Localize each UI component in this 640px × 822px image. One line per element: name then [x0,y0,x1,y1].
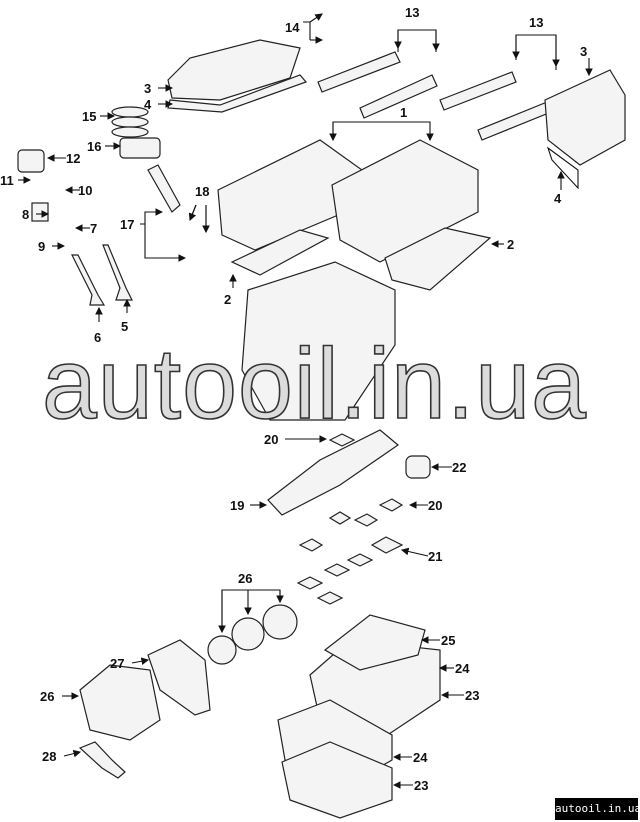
callout-labels: 1 2 2 3 3 4 4 5 6 7 8 9 10 11 12 13 13 1… [0,5,587,793]
callout-8: 8 [22,207,29,222]
valve-spring [31,202,49,222]
oil-pump [79,664,161,741]
main-bearings [296,433,404,605]
callout-21: 21 [428,549,442,564]
valve-cover-gasket-left [167,74,308,113]
callout-2: 2 [507,237,514,252]
callout-23: 23 [465,688,479,703]
valve-cover-right [544,69,626,166]
camshaft [317,51,401,93]
callout-15: 15 [82,109,96,124]
camshaft [477,99,557,141]
site-badge: autooil.in.ua [555,798,640,820]
callout-4: 4 [554,191,562,206]
callout-17: 17 [120,217,134,232]
camshaft [439,71,517,111]
balance-sprocket [231,617,265,651]
camshaft [359,74,438,119]
callout-11: 11 [0,173,14,188]
callout-14: 14 [285,20,300,35]
callout-1: 1 [400,105,407,120]
oil-pan-lower [281,741,393,819]
callout-26: 26 [238,571,252,586]
callout-26: 26 [40,689,54,704]
pilot-bearing [405,455,431,479]
callout-18: 18 [195,184,209,199]
callout-23: 23 [414,778,428,793]
callout-24: 24 [413,750,428,765]
callout-12: 12 [66,151,80,166]
callout-4: 4 [144,97,152,112]
callout-7: 7 [90,221,97,236]
callout-28: 28 [42,749,56,764]
callout-16: 16 [87,139,101,154]
callout-19: 19 [230,498,244,513]
timing-cover-gasket [147,639,211,716]
callout-13: 13 [405,5,419,20]
crank-sprocket [207,635,237,665]
leader-lines [18,13,593,789]
callout-20: 20 [428,498,442,513]
callout-22: 22 [452,460,466,475]
tappet [17,149,45,173]
callout-20: 20 [264,432,278,447]
cylinder-head-right [331,139,479,263]
piston-ring [111,106,149,118]
piston-ring [111,116,149,128]
callout-5: 5 [121,319,128,334]
valve-cover-gasket-right [546,146,579,190]
callout-25: 25 [441,633,455,648]
piston [119,137,161,159]
oil-pickup [78,741,126,779]
head-gasket-right [384,227,492,291]
callout-2: 2 [224,292,231,307]
valve-exhaust [71,254,106,306]
connecting-rod [147,164,181,213]
head-gasket-left [230,229,330,276]
callout-9: 9 [38,239,45,254]
piston-ring [111,126,149,138]
callout-6: 6 [94,330,101,345]
callout-3: 3 [580,44,587,59]
callout-24: 24 [455,661,470,676]
drive-gear [262,604,298,640]
engine-block [241,261,396,421]
valve-intake [102,244,133,301]
valve-cover-left [167,39,301,101]
engine-parts [17,39,626,819]
callout-27: 27 [110,656,124,671]
callout-13: 13 [529,15,543,30]
callout-3: 3 [144,81,151,96]
crankshaft [267,429,399,516]
callout-10: 10 [78,183,92,198]
watermark: autooil.in.ua [42,328,587,440]
